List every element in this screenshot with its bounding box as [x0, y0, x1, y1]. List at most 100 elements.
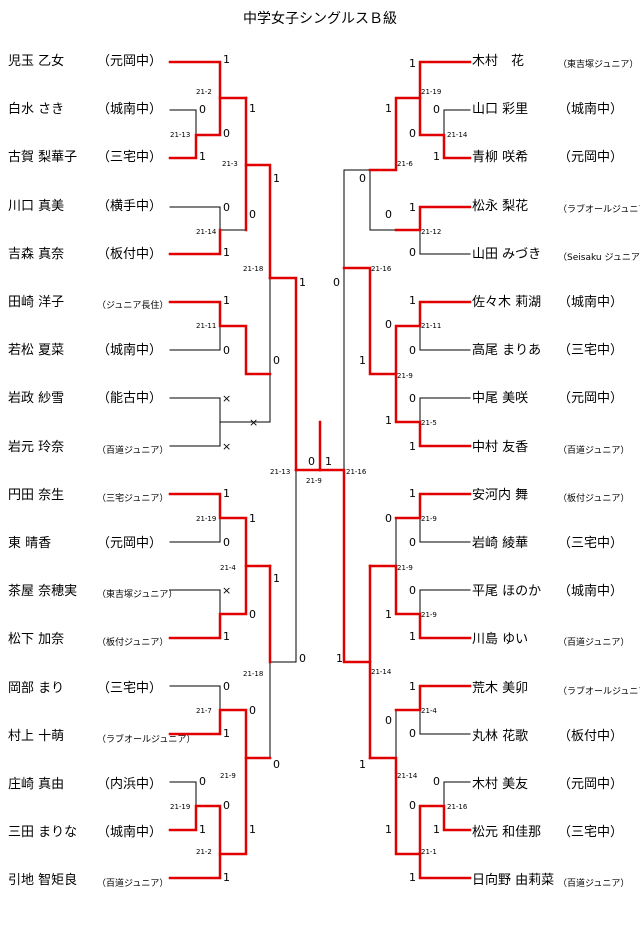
player-school: （三宅中） — [558, 343, 624, 359]
svg-text:0: 0 — [223, 680, 230, 693]
player-name: 茶屋 奈穂実 — [8, 584, 78, 600]
svg-text:0: 0 — [359, 172, 366, 185]
player-name: 庄崎 真由 — [8, 777, 65, 792]
svg-text:0: 0 — [273, 758, 280, 771]
svg-text:21-3: 21-3 — [222, 160, 238, 168]
svg-text:0: 0 — [409, 727, 416, 740]
svg-text:1: 1 — [223, 246, 230, 259]
svg-text:0: 0 — [409, 344, 416, 357]
player-name: 丸林 花歌 — [472, 728, 529, 744]
svg-text:21-11: 21-11 — [196, 322, 216, 330]
player-school: （板付ジュニア） — [97, 638, 169, 649]
svg-text:0: 0 — [409, 127, 416, 140]
svg-text:0: 0 — [433, 775, 440, 788]
player-name: 田崎 洋子 — [8, 295, 65, 310]
player-school: （城南中） — [558, 295, 624, 310]
player-name: 山田 みづき — [472, 246, 542, 262]
svg-text:21-4: 21-4 — [421, 707, 437, 715]
player-name: 三田 まりな — [8, 825, 78, 841]
svg-text:21-18: 21-18 — [243, 670, 263, 678]
svg-text:1: 1 — [223, 294, 230, 307]
svg-text:21-18: 21-18 — [243, 265, 263, 273]
svg-text:×: × — [222, 584, 231, 597]
svg-text:21-14: 21-14 — [397, 772, 418, 780]
svg-text:1: 1 — [409, 57, 416, 70]
svg-text:1: 1 — [409, 201, 416, 214]
player-school: （東吉塚ジュニア） — [97, 590, 178, 601]
svg-text:0: 0 — [299, 652, 306, 665]
svg-text:0: 0 — [249, 608, 256, 621]
svg-text:21-1: 21-1 — [421, 848, 437, 856]
svg-text:1: 1 — [409, 440, 416, 453]
player-name: 松元 和佳那 — [472, 825, 542, 841]
svg-text:21-19: 21-19 — [196, 515, 216, 523]
player-name: 木村 美友 — [472, 777, 529, 792]
svg-text:0: 0 — [409, 584, 416, 597]
player-school: （城南中） — [97, 343, 163, 359]
svg-text:1: 1 — [409, 630, 416, 643]
player-name: 佐々木 莉湖 — [472, 295, 542, 310]
svg-text:1: 1 — [223, 487, 230, 500]
svg-text:0: 0 — [385, 512, 392, 525]
player-school: （三宅中） — [97, 680, 163, 696]
svg-text:×: × — [249, 416, 258, 429]
svg-text:1: 1 — [336, 652, 343, 665]
svg-text:0: 0 — [249, 208, 256, 221]
svg-text:1: 1 — [249, 102, 256, 115]
page-title: 中学女子シングルスＢ級 — [243, 11, 397, 27]
player-school: （元岡中） — [97, 54, 163, 69]
svg-text:1: 1 — [385, 102, 392, 115]
svg-text:0: 0 — [273, 354, 280, 367]
player-name: 吉森 真奈 — [8, 246, 65, 262]
player-school: （ラブオールジュニア） — [97, 734, 196, 745]
player-name: 東 晴香 — [8, 536, 52, 551]
svg-text:1: 1 — [223, 53, 230, 66]
player-name: 木村 花 — [472, 54, 525, 69]
svg-text:0: 0 — [333, 276, 340, 289]
svg-text:0: 0 — [385, 714, 392, 727]
player-school: （三宅中） — [558, 536, 624, 551]
svg-text:21-9: 21-9 — [220, 772, 236, 780]
player-name: 中尾 美咲 — [472, 391, 529, 407]
player-school: （城南中） — [97, 102, 163, 118]
svg-text:1: 1 — [199, 823, 206, 836]
svg-text:0: 0 — [409, 392, 416, 405]
player-name: 岩元 玲奈 — [8, 439, 65, 455]
player-school: （百道ジュニア） — [97, 445, 169, 456]
svg-text:1: 1 — [433, 150, 440, 163]
svg-text:1: 1 — [385, 823, 392, 836]
player-school: （能古中） — [97, 391, 163, 407]
svg-text:21-5: 21-5 — [421, 419, 437, 427]
player-school: （ラブオールジュニア） — [558, 686, 640, 697]
svg-text:0: 0 — [249, 704, 256, 717]
player-school: （三宅中） — [97, 150, 163, 166]
svg-text:0: 0 — [308, 455, 315, 468]
svg-text:0: 0 — [223, 799, 230, 812]
svg-text:1: 1 — [409, 680, 416, 693]
player-school: （城南中） — [558, 584, 624, 600]
player-name: 村上 十萌 — [8, 728, 65, 744]
svg-text:21-13: 21-13 — [170, 131, 190, 139]
player-school: （元岡中） — [558, 777, 624, 792]
svg-text:×: × — [222, 392, 231, 405]
player-name: 松永 梨花 — [472, 198, 529, 214]
svg-text:21-19: 21-19 — [421, 88, 441, 96]
svg-text:0: 0 — [199, 775, 206, 788]
player-school: （三宅ジュニア） — [97, 493, 169, 504]
svg-text:0: 0 — [223, 344, 230, 357]
svg-text:×: × — [222, 440, 231, 453]
svg-text:21-19: 21-19 — [170, 803, 190, 811]
svg-text:0: 0 — [223, 536, 230, 549]
player-name: 岡部 まり — [8, 680, 65, 696]
player-name: 安河内 舞 — [472, 487, 529, 503]
player-school: （百道ジュニア） — [97, 879, 169, 890]
svg-text:21-6: 21-6 — [397, 160, 413, 168]
svg-text:21-9: 21-9 — [421, 515, 437, 523]
svg-text:21-4: 21-4 — [220, 564, 236, 572]
player-school: （板付中） — [558, 728, 624, 744]
player-name: 岩崎 綾華 — [472, 536, 529, 551]
player-name: 引地 智矩良 — [8, 873, 78, 889]
player-school: （百道ジュニア） — [558, 879, 630, 890]
svg-text:1: 1 — [299, 276, 306, 289]
player-name: 青柳 咲希 — [472, 150, 529, 166]
